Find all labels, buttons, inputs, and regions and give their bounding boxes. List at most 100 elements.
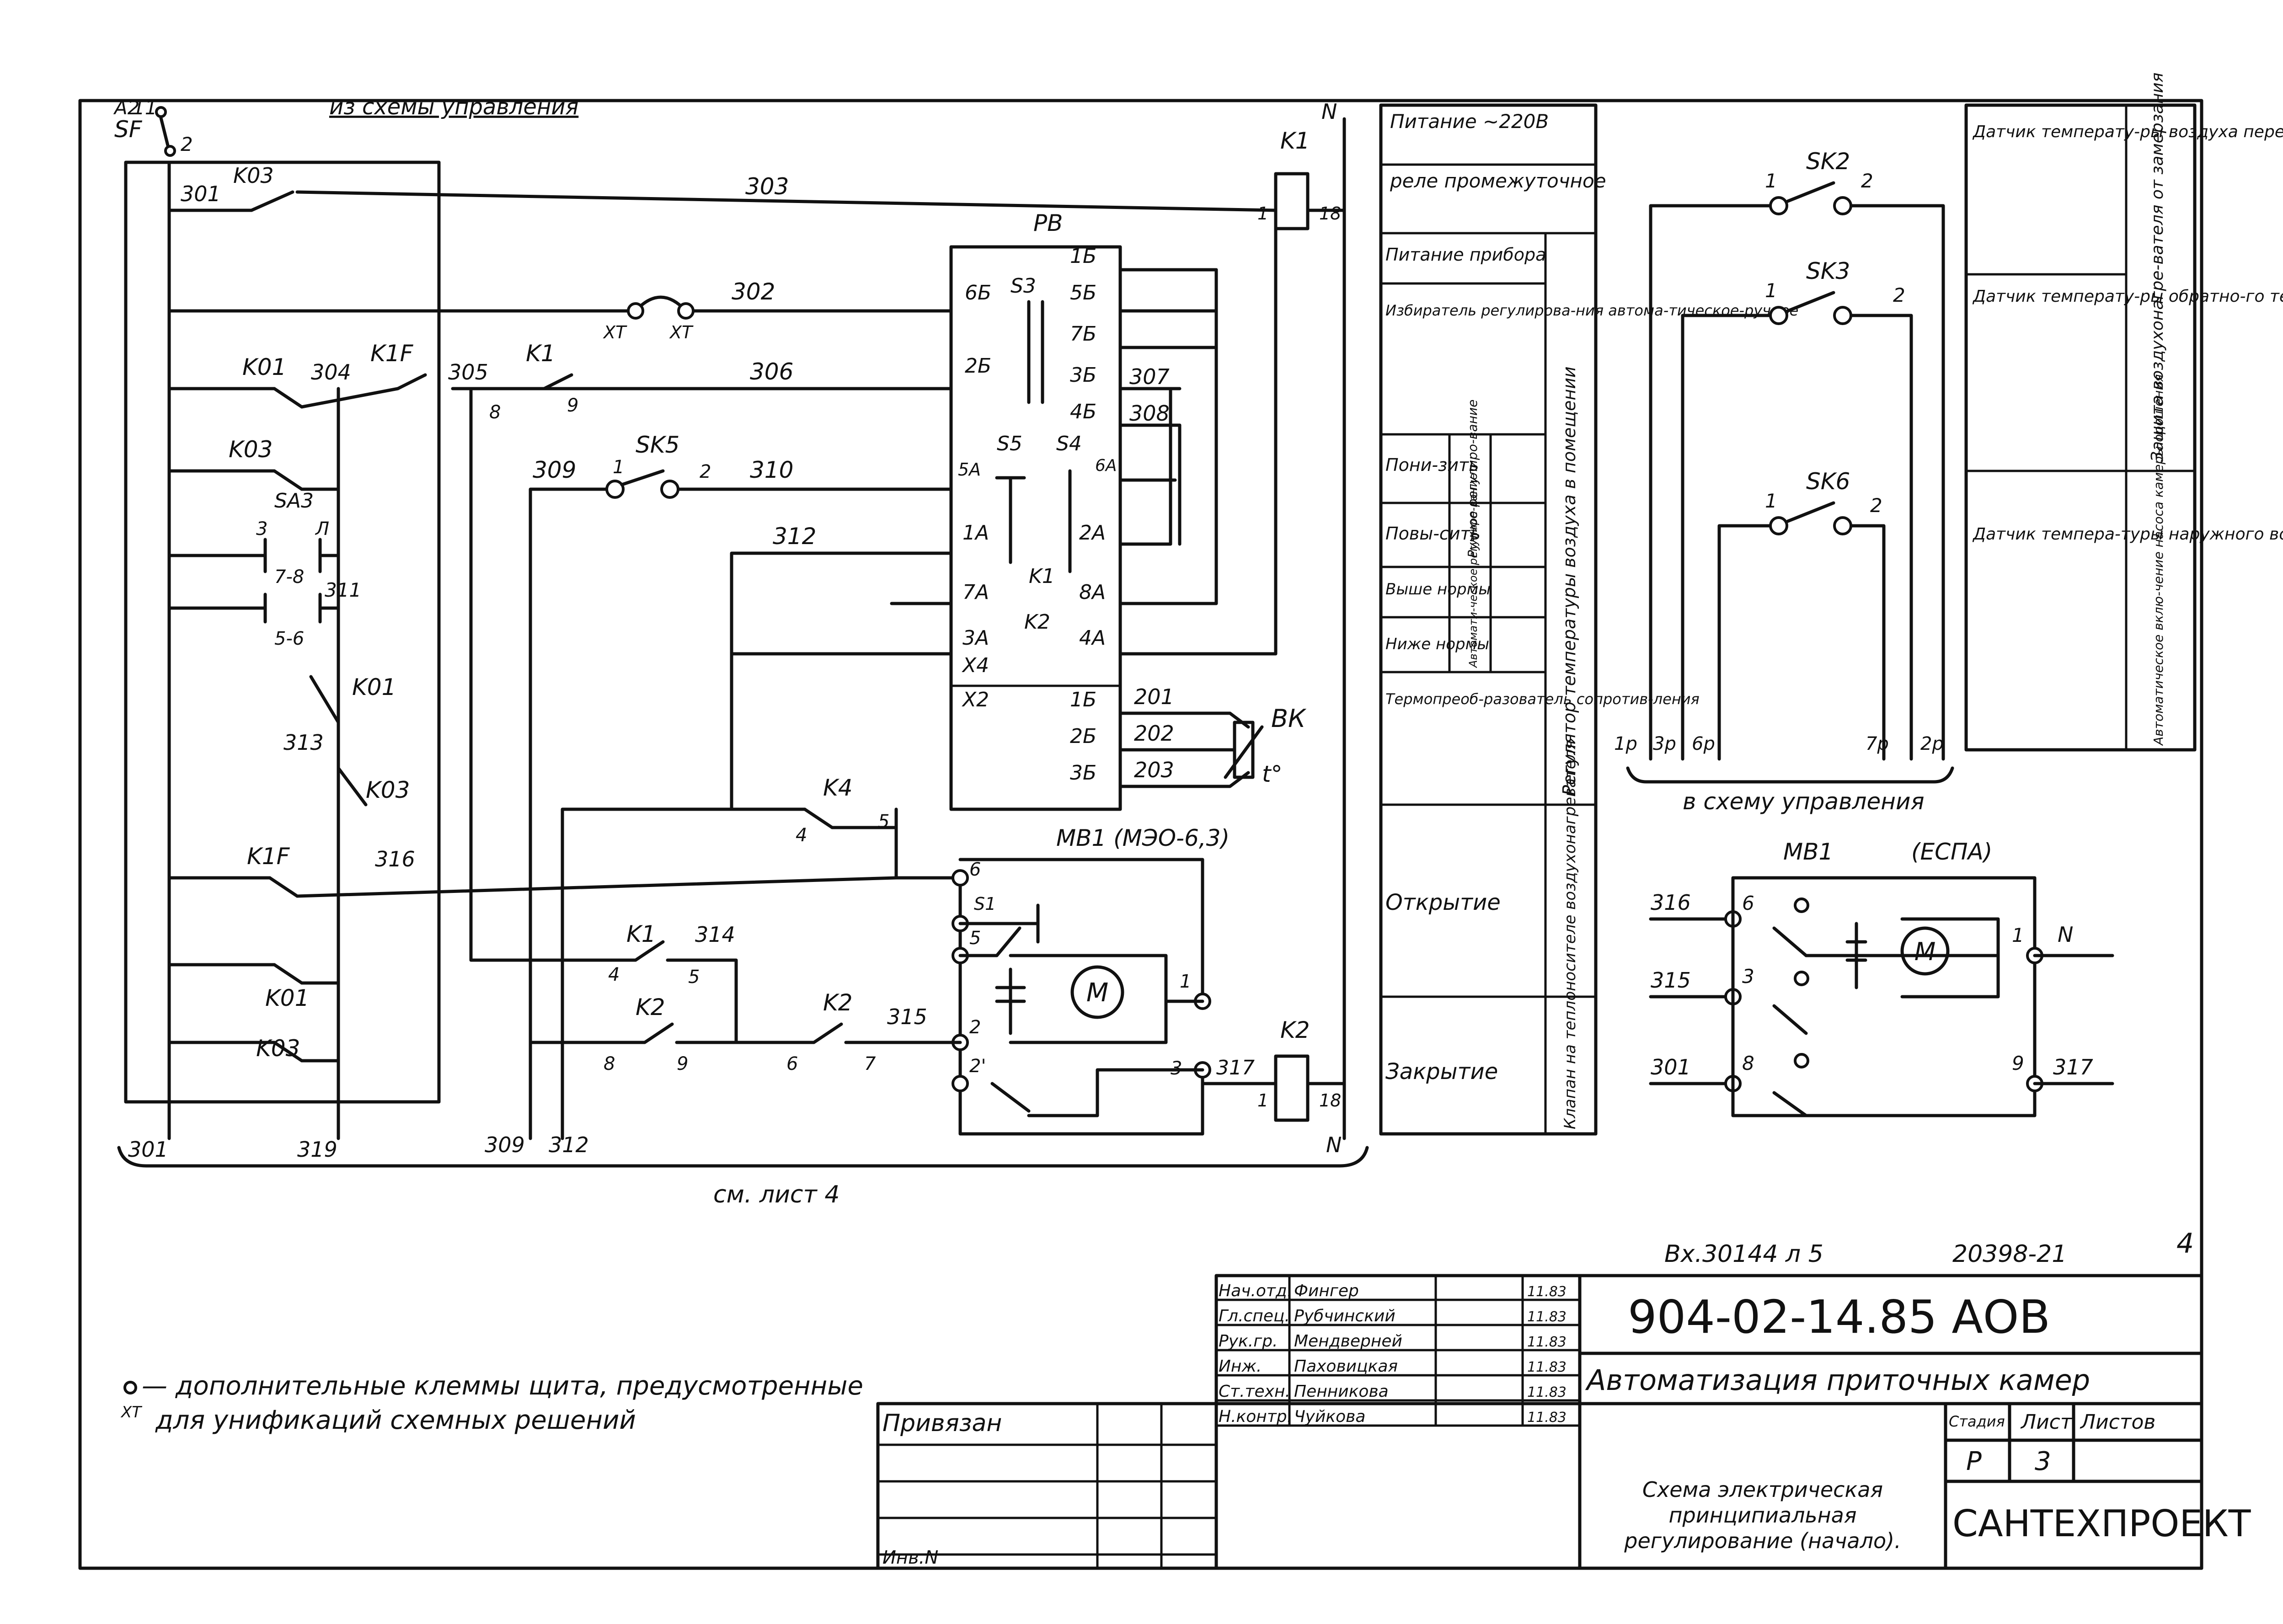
sensor-symbol: t° <box>1262 761 1283 787</box>
sensor-right-pin: 2 <box>1893 284 1905 306</box>
pin-label: 6 <box>786 1053 798 1074</box>
sensor-bottom-pin: 6р <box>1692 733 1715 754</box>
regulator-pin: 3Б <box>1070 363 1096 387</box>
wire-label-310: 310 <box>750 457 793 483</box>
legend-row: Повы-сить <box>1385 524 1481 544</box>
contact-k03b-blade <box>273 469 304 491</box>
regulator-inner-label: S4 <box>1056 432 1082 455</box>
signer-name: Мендверней <box>1294 1332 1402 1351</box>
signer-date: 11.83 <box>1527 1359 1567 1375</box>
signer-name: Фингер <box>1294 1282 1359 1300</box>
legend-group-regulator: Регулятор температуры воздуха в помещени… <box>1559 366 1579 796</box>
signer-date: 11.83 <box>1527 1384 1567 1400</box>
contact-k03-blade <box>250 190 294 212</box>
breaker-terminal <box>164 145 176 157</box>
sk5-label: SK5 <box>636 432 679 458</box>
contact-k01b-blade <box>309 675 340 724</box>
legend-row: Питание прибора <box>1385 245 1546 265</box>
breaker-terminal <box>155 106 167 118</box>
regulator-pin: 6А <box>1095 456 1117 475</box>
relay-k2-pin: 18 <box>1319 1090 1341 1111</box>
motor2-capacitor <box>1804 922 2000 989</box>
legend-row: Питание ~220В <box>1390 110 1549 133</box>
regulator-out-top <box>1118 268 1218 427</box>
sk3-terminal <box>1769 306 1788 325</box>
sensor-right-pin: 2 <box>1870 494 1882 517</box>
motor2-frame <box>1731 876 2037 1117</box>
regulator-pin: 1Б <box>1070 688 1096 711</box>
motor-pin: S1 <box>974 894 996 914</box>
pin-label: 8 <box>604 1053 615 1074</box>
stamp-sheet: 3 <box>2035 1447 2051 1476</box>
regulator-pin: 2Б <box>965 354 991 378</box>
regulator-inner-label: K1 <box>1029 565 1055 588</box>
sensor-bottom-pin: 2р <box>1920 733 1944 754</box>
neutral-label: N <box>1321 99 1337 124</box>
wire-303-line <box>167 190 1278 212</box>
regulator-label: РВ <box>1033 210 1063 236</box>
sk3-terminal <box>1833 306 1852 325</box>
pin-label: 5 <box>688 967 700 988</box>
desc-grid <box>1966 105 2195 750</box>
xt-label: XT <box>603 322 627 342</box>
neutral-bus <box>1306 117 1346 1140</box>
signer-role: Нач.отд. <box>1219 1282 1292 1300</box>
contact-label-k1: K1 <box>526 340 556 367</box>
sa3-pin: 7-8 <box>274 566 304 588</box>
note-terminal-icon <box>123 1381 137 1394</box>
feed-loop <box>124 160 441 1104</box>
sk6-terminal <box>1833 516 1852 535</box>
wire-label-316: 316 <box>375 847 415 871</box>
motor2-wire: 301 <box>1651 1055 1691 1079</box>
xt-terminal <box>677 302 695 320</box>
legend-group-valve: Клапан на теплоносителе воздухонагревате… <box>1561 740 1579 1129</box>
relay-k1 <box>1274 172 1310 230</box>
legend-frame <box>1379 103 1598 1136</box>
motor2-wire: 316 <box>1651 890 1691 915</box>
sensor-brace <box>1626 766 1954 784</box>
bottom-label-319: 319 <box>297 1137 337 1162</box>
motor-pin: 2' <box>969 1056 986 1077</box>
legend-grid <box>1381 163 1596 1134</box>
legend-row: Ниже нормы <box>1385 635 1489 653</box>
stamp-sheet-corner: 4 <box>2176 1228 2194 1260</box>
regulator-pin: 5А <box>958 459 981 480</box>
sa3-pin: 3 <box>256 518 267 540</box>
stamp-inv-no: Инв.N <box>882 1547 938 1568</box>
contact-label-k2: K2 <box>636 994 665 1020</box>
pin-label: 9 <box>677 1053 688 1074</box>
stamp-docnumber: 20398-21 <box>1952 1240 2067 1268</box>
wire-label-317: 317 <box>1216 1056 1255 1079</box>
motor2-pin: 3 <box>1742 965 1754 988</box>
bottom-k01 <box>167 963 340 985</box>
regulator-pin: 1А <box>962 521 989 545</box>
contact-label-k01: K01 <box>242 354 286 380</box>
wire-label-303: 303 <box>745 173 789 200</box>
desc-row: Датчик темпера-туры наружного воздуха <box>1972 525 2283 544</box>
relay-k2 <box>1274 1054 1310 1122</box>
wire-label-305: 305 <box>448 360 488 385</box>
motor2-title: МВ1 <box>1783 839 1833 865</box>
motor2-neutral: N <box>2058 922 2073 947</box>
relay-k2-pin: 1 <box>1257 1090 1268 1111</box>
regulator-pin: 3А <box>962 626 989 650</box>
motor-loop <box>894 876 1204 1136</box>
contact-label-k03c: K03 <box>366 777 410 803</box>
motor-symbol: M <box>1086 978 1108 1008</box>
sensor-right-label: SK6 <box>1806 468 1850 495</box>
sa3-contact-2 <box>167 593 340 624</box>
breaker-pin-11: 11 <box>133 96 157 119</box>
wire-label-301: 301 <box>181 182 221 206</box>
sensor-right-pin: 1 <box>1765 490 1777 512</box>
signer-date: 11.83 <box>1527 1284 1567 1300</box>
signer-name: Паховицкая <box>1294 1357 1398 1376</box>
sk5-pin: 2 <box>700 461 711 482</box>
sa3-pin: 5-6 <box>274 628 304 649</box>
sk2-loop <box>1649 204 1945 761</box>
legend-row: Термопреоб-разователь сопротив-ления <box>1385 690 1700 708</box>
contact-label-k01b: K01 <box>352 674 396 700</box>
contact-label-k03: K03 <box>233 163 274 188</box>
contact-k03c-blade <box>337 766 368 807</box>
wire-label-304: 304 <box>311 360 351 385</box>
motor2-wire: 317 <box>2053 1055 2093 1079</box>
